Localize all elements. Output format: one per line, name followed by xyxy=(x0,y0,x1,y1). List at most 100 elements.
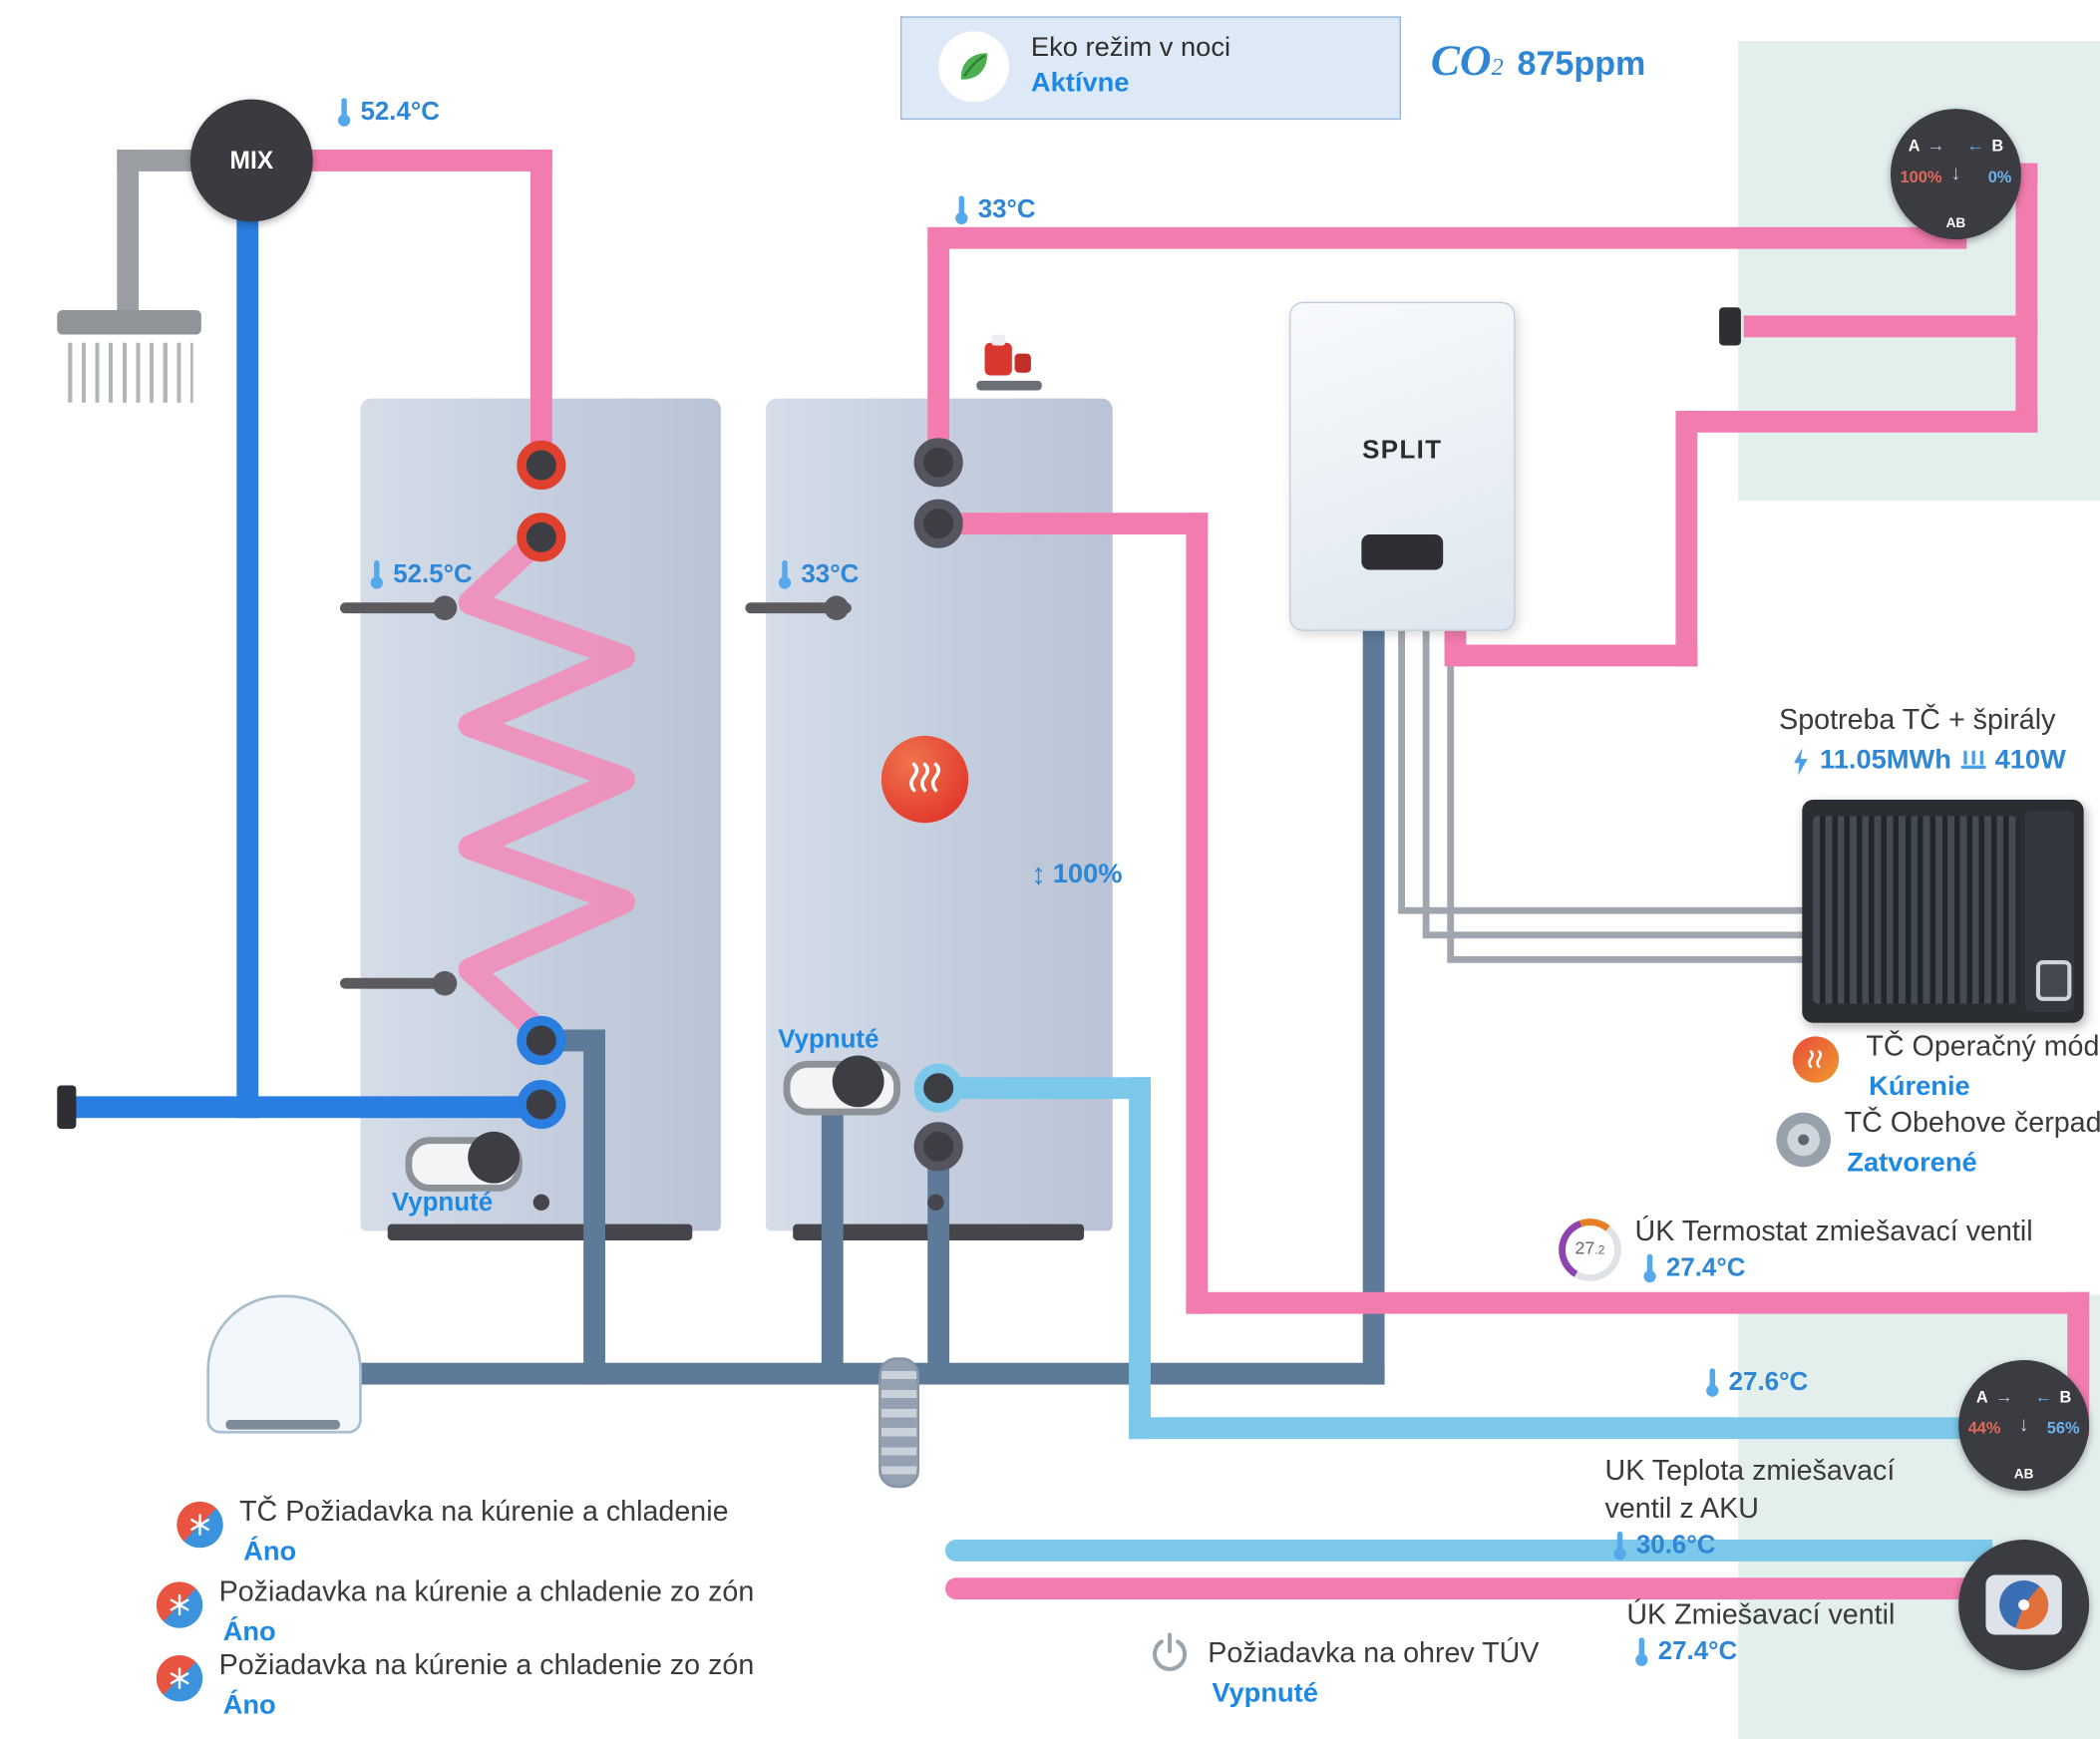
valve-bottom-a-label: A xyxy=(1975,1387,1988,1407)
request-2-value[interactable]: Áno xyxy=(222,1616,276,1647)
valve-top-ab-label: AB xyxy=(1945,215,1966,231)
zone-bottom-right xyxy=(1738,1294,2100,1739)
pipe-split-supply-h1 xyxy=(1686,410,2038,433)
tank1-port-cold-in xyxy=(517,1080,566,1130)
uk-aku-label-2: ventil z AKU xyxy=(1604,1493,1759,1526)
heating-element-icon[interactable] xyxy=(880,735,969,824)
tank1-port-return xyxy=(517,1015,566,1066)
safety-valve-side xyxy=(1014,353,1031,373)
valve-top-b-label: B xyxy=(1991,136,2004,156)
request-1-value[interactable]: Áno xyxy=(243,1537,297,1567)
uk-mix-valve-temp[interactable]: 27.4°C xyxy=(1632,1637,1737,1667)
co2-formula: CO xyxy=(1430,35,1492,85)
tank2-port-out xyxy=(913,499,963,548)
updown-arrow-icon: ↕ xyxy=(1030,857,1046,891)
split-display xyxy=(1361,534,1444,570)
co2-symbol: CO2 xyxy=(1431,35,1504,85)
pipe-aku-out-h xyxy=(938,1077,1151,1100)
tank1-base xyxy=(387,1223,693,1240)
snowflake-icon xyxy=(190,1514,209,1536)
heat-cool-request-icon[interactable] xyxy=(176,1501,223,1549)
pipe-tank2-pump-return xyxy=(821,1088,844,1374)
thermometer-icon xyxy=(337,98,351,127)
pipe-split-supply-v1 xyxy=(1675,410,1698,667)
valve-bottom-down-arrow-icon: ↓ xyxy=(2018,1413,2029,1437)
valve-bottom-a-percent: 44% xyxy=(1967,1418,2001,1438)
hp-circulation-pump-icon[interactable] xyxy=(1776,1112,1831,1168)
uk-supply-temp[interactable]: 27.6°C xyxy=(1703,1368,1808,1398)
tank2-pump-state[interactable]: Vypnuté xyxy=(778,1025,879,1055)
request-3-value[interactable]: Áno xyxy=(222,1690,276,1721)
tuv-request-value[interactable]: Vypnuté xyxy=(1212,1678,1318,1709)
mix-output-temp[interactable]: 52.4°C xyxy=(335,98,440,128)
uk-thermostat-temp[interactable]: 27.4°C xyxy=(1640,1253,1745,1284)
tuv-request-label: Požiadavka na ohrev TÚV xyxy=(1208,1637,1540,1669)
mix-valve[interactable]: MIX xyxy=(189,99,313,222)
gauge-frac: .2 xyxy=(1594,1242,1605,1257)
valve-bottom-a-arrow-icon: → xyxy=(1994,1385,2013,1407)
heat-cool-request-icon[interactable] xyxy=(156,1654,203,1702)
thermometer-icon xyxy=(370,559,383,589)
thermostat-gauge[interactable]: 27.2 xyxy=(1559,1218,1621,1281)
power-icon[interactable] xyxy=(1145,1629,1194,1685)
uk-circulation-pump[interactable] xyxy=(1958,1540,2090,1670)
tank2-port-return xyxy=(913,1122,963,1172)
pipe-zone-supply xyxy=(944,1577,1993,1600)
mix-output-temp-value: 52.4°C xyxy=(360,98,440,127)
uk-aku-temp-value: 30.6°C xyxy=(1635,1531,1716,1561)
thermometer-icon xyxy=(1635,1637,1648,1666)
hp-pump-value[interactable]: Zatvorené xyxy=(1847,1148,1977,1179)
tank2-supply-temp[interactable]: 33°C xyxy=(952,195,1036,225)
valve-bottom-ab-label: AB xyxy=(2013,1467,2034,1483)
valve-bottom-b-label: B xyxy=(2059,1387,2072,1407)
hp-mode-label: TČ Operačný mód xyxy=(1866,1030,2100,1063)
heat-waves-icon xyxy=(909,762,940,793)
safety-valve-bracket xyxy=(976,380,1042,391)
tank1-pump-state[interactable]: Vypnuté xyxy=(391,1189,494,1217)
pipe-uk-supply-h1 xyxy=(938,513,1209,535)
tank2-pump-motor[interactable] xyxy=(832,1055,884,1108)
tank1-sensor-stub-top xyxy=(340,602,447,614)
shower-head xyxy=(57,309,201,335)
heating-mode-icon[interactable] xyxy=(1792,1036,1840,1083)
thermometer-icon xyxy=(1613,1531,1626,1561)
pipe-uk-supply-h2 xyxy=(1186,1291,2090,1314)
co2-reading[interactable]: CO2 875ppm xyxy=(1431,35,1645,85)
tank1-pump-motor[interactable] xyxy=(468,1131,521,1184)
tank2-temp[interactable]: 33°C xyxy=(775,559,859,590)
snowflake-icon xyxy=(170,1593,189,1616)
hp-mode-value[interactable]: Kúrenie xyxy=(1869,1071,1970,1102)
uk-thermostat-label: ÚK Termostat zmiešavací ventil xyxy=(1634,1216,2033,1247)
tank1-port-hot-in xyxy=(517,440,566,491)
pump-inner xyxy=(1787,1123,1821,1157)
three-way-valve-top[interactable]: A → ← B 100% ↓ 0% AB xyxy=(1890,109,2021,240)
pipe-return-main xyxy=(346,1362,1385,1385)
tank2-sensor-stub xyxy=(745,602,852,614)
mix-valve-label: MIX xyxy=(229,146,274,174)
uk-aku-temp[interactable]: 30.6°C xyxy=(1610,1531,1716,1562)
three-way-valve-bottom[interactable]: A → ← B 44% ↓ 56% AB xyxy=(1958,1360,2090,1491)
uk-aku-label-1: UK Teplota zmiešavací xyxy=(1604,1455,1896,1487)
hp-consumption-values[interactable]: 11.05MWh 410W xyxy=(1790,745,2066,776)
pipe-shower-v xyxy=(117,150,140,316)
thermometer-icon xyxy=(955,195,968,225)
pipe-zone-return xyxy=(944,1540,1993,1562)
heat-cool-request-icon[interactable] xyxy=(156,1581,203,1628)
valve-top-down-arrow-icon: ↓ xyxy=(1950,162,1961,185)
split-indoor-unit: SPLIT xyxy=(1289,301,1516,631)
tank2-level[interactable]: ↕ 100% xyxy=(1031,857,1123,891)
pipe-split-supply-h2 xyxy=(1455,644,1698,667)
tank1-temp[interactable]: 52.5°C xyxy=(367,559,473,590)
pipe-cold-v xyxy=(236,189,259,1119)
safety-valve-icon xyxy=(984,342,1012,376)
thermostat-gauge-value: 27.2 xyxy=(1565,1224,1615,1275)
tank2-sensor-dot xyxy=(824,595,850,620)
eco-mode-state[interactable]: Aktívne xyxy=(1030,68,1130,99)
expansion-vessel-base xyxy=(225,1420,340,1430)
heat-exchanger-coil xyxy=(458,527,635,1045)
valve-bottom-b-percent: 56% xyxy=(2046,1418,2080,1438)
thermometer-icon xyxy=(778,559,792,589)
tank2-port-supply xyxy=(913,438,963,488)
line-split-outdoor-1v xyxy=(1398,618,1406,911)
